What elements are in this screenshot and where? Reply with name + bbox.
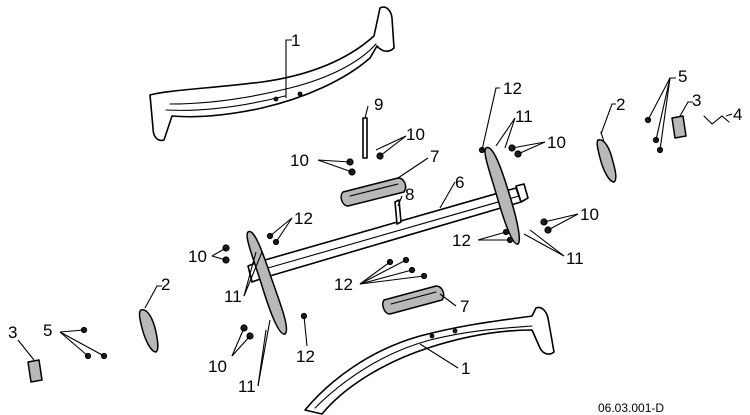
callout-3-right: 3 [692, 91, 701, 110]
callout-11-left: 11 [224, 287, 242, 306]
part-2-left-light [138, 309, 159, 353]
part-1-top-arch [149, 6, 395, 142]
part-6-axle-bar [247, 183, 529, 283]
callout-12-left: 12 [294, 209, 313, 228]
callout-1-top: 1 [291, 31, 300, 50]
callout-12-center: 12 [334, 275, 353, 294]
callout-12-bottom: 12 [296, 347, 315, 366]
part-2-right-light [596, 131, 617, 183]
part-11-right-plate [484, 146, 520, 245]
part-3-right-block [671, 115, 687, 139]
callout-10-right: 10 [547, 133, 566, 152]
callout-2-right: 2 [616, 95, 625, 114]
callout-7-upper: 7 [430, 147, 439, 166]
leader-lines [17, 39, 733, 387]
callout-10-upper-right: 10 [406, 125, 425, 144]
callout-6: 6 [455, 173, 464, 192]
callout-2-left: 2 [161, 275, 170, 294]
callout-11-lower-right: 11 [566, 249, 584, 268]
callout-10-lower-right: 10 [580, 205, 599, 224]
callout-12-upper-right: 12 [503, 79, 522, 98]
part-3-left-block [27, 359, 43, 383]
fastener-group-10-left [222, 244, 254, 340]
part-8-pin [394, 199, 402, 225]
callout-11-bottom-left: 11 [238, 377, 256, 396]
callout-10-upper-left: 10 [290, 151, 309, 170]
callout-10-left: 10 [188, 247, 207, 266]
callout-labels: 1 1 2 2 3 3 4 5 5 6 7 7 8 9 10 10 10 10 … [8, 31, 742, 396]
callout-9: 9 [374, 95, 383, 114]
part-7-upper-pad [340, 177, 407, 207]
part-1-bottom-arch [304, 306, 555, 415]
figure-code: 06.03.001-D [598, 401, 664, 415]
part-4-clip [703, 115, 730, 125]
callout-12-lower-right: 12 [452, 231, 471, 250]
part-7-lower-pad [382, 285, 445, 315]
callout-8: 8 [405, 185, 414, 204]
callout-4: 4 [733, 105, 742, 124]
callout-1-bottom: 1 [461, 359, 470, 378]
callout-3-left: 3 [8, 323, 17, 342]
callout-5-right: 5 [678, 67, 687, 86]
callout-5-left: 5 [43, 321, 52, 340]
part-9-bolt [362, 117, 368, 159]
part-11-left-plate [246, 230, 288, 335]
callout-7-lower: 7 [460, 297, 469, 316]
callout-10-bottom-left: 10 [208, 357, 227, 376]
callout-11-upper-right: 11 [515, 107, 533, 126]
